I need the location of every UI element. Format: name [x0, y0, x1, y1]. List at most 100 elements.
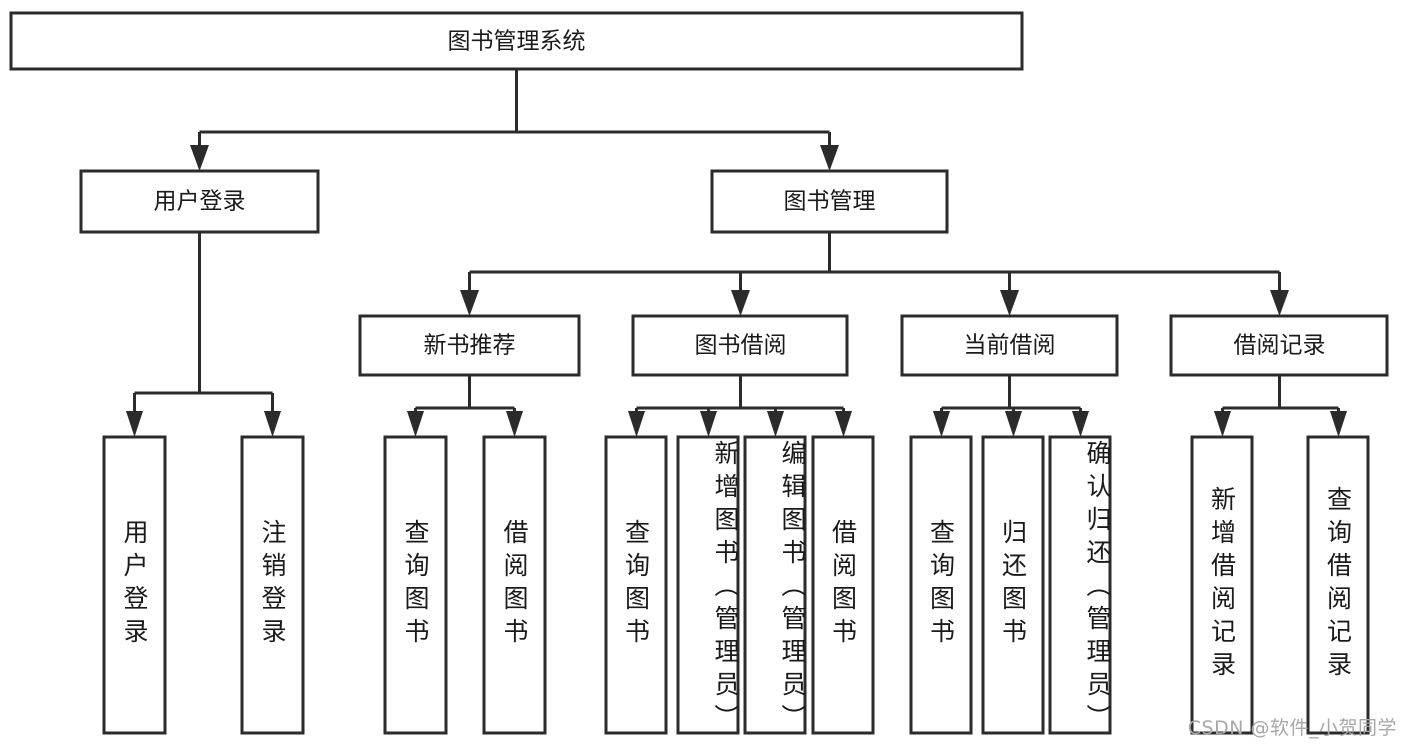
node-leaf-add-record[interactable]: 新增借阅记录: [1190, 435, 1254, 735]
node-label: 编辑图书（管理员）: [778, 439, 805, 734]
node-label-wrap: 新增图书（管理员）: [711, 439, 738, 734]
node-leaf-borrow-book-2[interactable]: 借阅图书: [811, 435, 875, 735]
arrowhead-icon: [700, 411, 717, 437]
edge-borrow-trunk: [635, 375, 845, 420]
node-label: 借阅记录: [1234, 333, 1326, 359]
node-label: 当前借阅: [964, 333, 1056, 359]
edge-records-trunk: [1221, 375, 1340, 420]
node-box[interactable]: [811, 435, 875, 735]
node-leaf-borrow-book-1[interactable]: 借阅图书: [482, 435, 547, 735]
connector-layer: [133, 69, 1340, 420]
node-label-wrap: 查询图书: [401, 519, 430, 651]
node-label: 新增图书（管理员）: [711, 439, 738, 734]
node-user-login[interactable]: 用户登录: [79, 169, 320, 234]
node-box[interactable]: [1190, 435, 1254, 735]
arrowhead-icon: [1000, 290, 1019, 316]
edge-root-trunk: [198, 69, 831, 147]
arrowhead-icon: [1005, 411, 1022, 437]
node-label: 查询借阅记录: [1323, 486, 1353, 684]
node-leaf-query-book-2[interactable]: 查询图书: [604, 435, 668, 735]
node-label: 图书借阅: [695, 333, 787, 359]
node-label-wrap: 查询借阅记录: [1323, 486, 1353, 684]
arrowhead-icon: [1214, 411, 1231, 437]
node-label: 查询图书: [401, 519, 430, 651]
node-leaf-add-book[interactable]: 新增图书（管理员）: [676, 435, 740, 735]
node-box[interactable]: [102, 435, 167, 735]
node-label-wrap: 用户登录: [120, 519, 149, 651]
node-label: 确认归还（管理员）: [1083, 439, 1110, 734]
node-box[interactable]: [482, 435, 547, 735]
node-label: 查询图书: [621, 519, 651, 651]
node-leaf-edit-book[interactable]: 编辑图书（管理员）: [743, 435, 807, 735]
node-box[interactable]: [981, 435, 1045, 735]
arrowhead-icon: [820, 145, 839, 171]
node-box[interactable]: [710, 169, 949, 234]
node-box[interactable]: [1306, 435, 1370, 735]
node-borrow-records[interactable]: 借阅记录: [1169, 314, 1389, 377]
node-box[interactable]: [676, 435, 740, 735]
node-label: 新增借阅记录: [1207, 486, 1237, 684]
node-leaf-user-logout[interactable]: 注销登录: [240, 435, 305, 735]
arrowhead-icon: [628, 411, 645, 437]
edge-login-trunk: [133, 232, 274, 413]
arrowhead-icon: [126, 411, 143, 437]
node-book-management[interactable]: 图书管理: [710, 169, 949, 234]
arrowhead-icon: [835, 411, 852, 437]
node-label-wrap: 确认归还（管理员）: [1083, 439, 1110, 734]
edge-bookmgmt-trunk: [468, 232, 1281, 292]
node-label-wrap: 注销登录: [258, 519, 287, 651]
node-leaf-return-book[interactable]: 归还图书: [981, 435, 1045, 735]
arrowhead-icon: [460, 290, 479, 316]
arrowhead-layer: [126, 145, 1347, 437]
arrowhead-icon: [933, 411, 950, 437]
node-box[interactable]: [1169, 314, 1389, 377]
node-new-book-recommend[interactable]: 新书推荐: [358, 314, 581, 377]
arrowhead-icon: [767, 411, 784, 437]
node-label: 借阅图书: [500, 519, 529, 651]
node-leaf-confirm-return[interactable]: 确认归还（管理员）: [1048, 435, 1112, 735]
node-leaf-query-book-1[interactable]: 查询图书: [383, 435, 448, 735]
node-box[interactable]: [9, 11, 1024, 71]
node-box[interactable]: [383, 435, 448, 735]
node-leaf-query-record[interactable]: 查询借阅记录: [1306, 435, 1370, 735]
node-box[interactable]: [1048, 435, 1112, 735]
node-label-wrap: 归还图书: [998, 519, 1028, 651]
node-label: 注销登录: [258, 519, 287, 651]
node-label: 图书管理: [784, 189, 876, 215]
node-box[interactable]: [358, 314, 581, 377]
node-label-wrap: 查询图书: [621, 519, 651, 651]
node-label-wrap: 借阅图书: [500, 519, 529, 651]
node-label: 新书推荐: [424, 333, 516, 359]
arrowhead-icon: [1072, 411, 1089, 437]
node-leaf-query-book-3[interactable]: 查询图书: [909, 435, 973, 735]
node-label-wrap: 新增借阅记录: [1207, 486, 1237, 684]
node-book-borrow[interactable]: 图书借阅: [631, 314, 849, 377]
node-leaf-user-login[interactable]: 用户登录: [102, 435, 167, 735]
edge-newbook-trunk: [414, 375, 516, 420]
node-box[interactable]: [604, 435, 668, 735]
node-current-borrow[interactable]: 当前借阅: [900, 314, 1119, 377]
arrowhead-icon: [264, 411, 281, 437]
arrowhead-icon: [731, 290, 750, 316]
node-label: 图书管理系统: [448, 29, 586, 55]
node-label: 归还图书: [998, 519, 1028, 651]
arrowhead-icon: [1270, 290, 1289, 316]
node-label-wrap: 借阅图书: [828, 519, 858, 651]
node-box[interactable]: [79, 169, 320, 234]
node-box[interactable]: [631, 314, 849, 377]
node-box[interactable]: [743, 435, 807, 735]
node-box[interactable]: [900, 314, 1119, 377]
node-label-wrap: 编辑图书（管理员）: [778, 439, 805, 734]
node-box[interactable]: [909, 435, 973, 735]
node-label: 借阅图书: [828, 519, 858, 651]
node-label: 用户登录: [120, 519, 149, 651]
arrowhead-icon: [190, 145, 209, 171]
node-root[interactable]: 图书管理系统: [9, 11, 1024, 71]
node-label: 用户登录: [154, 189, 246, 215]
arrowhead-icon: [506, 411, 523, 437]
arrowhead-icon: [407, 411, 424, 437]
arrowhead-icon: [1330, 411, 1347, 437]
node-box[interactable]: [240, 435, 305, 735]
node-label: 查询图书: [926, 519, 956, 651]
